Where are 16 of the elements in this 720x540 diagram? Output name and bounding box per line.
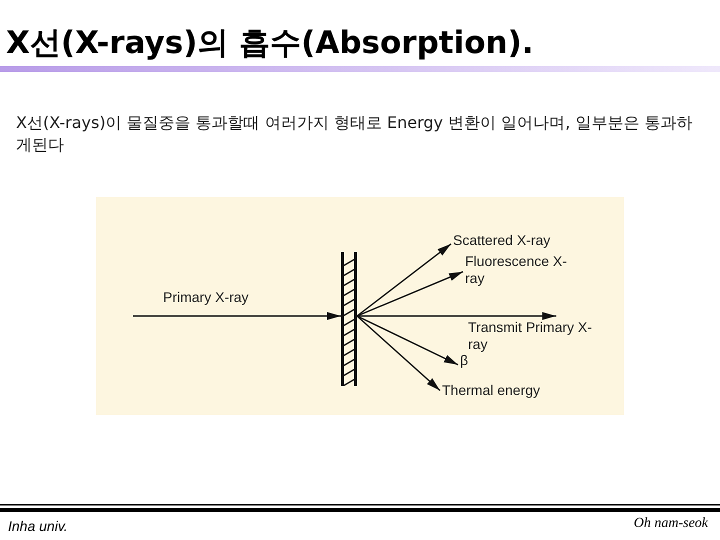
plate-drawing bbox=[341, 252, 357, 386]
arrow bbox=[356, 243, 452, 317]
ray-label: Scattered X-ray bbox=[453, 232, 583, 249]
footer-text: Inha univ. bbox=[8, 518, 68, 534]
author-name: Oh nam-seok bbox=[634, 516, 708, 532]
ray-label: Thermal energy bbox=[442, 382, 572, 399]
arrow bbox=[357, 312, 556, 320]
arrow bbox=[356, 315, 458, 366]
slide-title: X선(X-rays)의 흡수(Absorption). bbox=[6, 24, 534, 63]
edge-label: Primary X-ray bbox=[163, 289, 249, 306]
body-text: X선(X-rays)이 물질중을 통과할때 여러가지 형태로 Energy 변환이 일어나며, 일부분은 통과하게된다 bbox=[16, 112, 694, 156]
ray-label: Fluorescence X-ray bbox=[465, 253, 580, 287]
ray-label: β bbox=[460, 352, 474, 369]
arrow bbox=[133, 312, 341, 320]
arrow bbox=[356, 271, 464, 317]
arrow bbox=[356, 315, 440, 392]
